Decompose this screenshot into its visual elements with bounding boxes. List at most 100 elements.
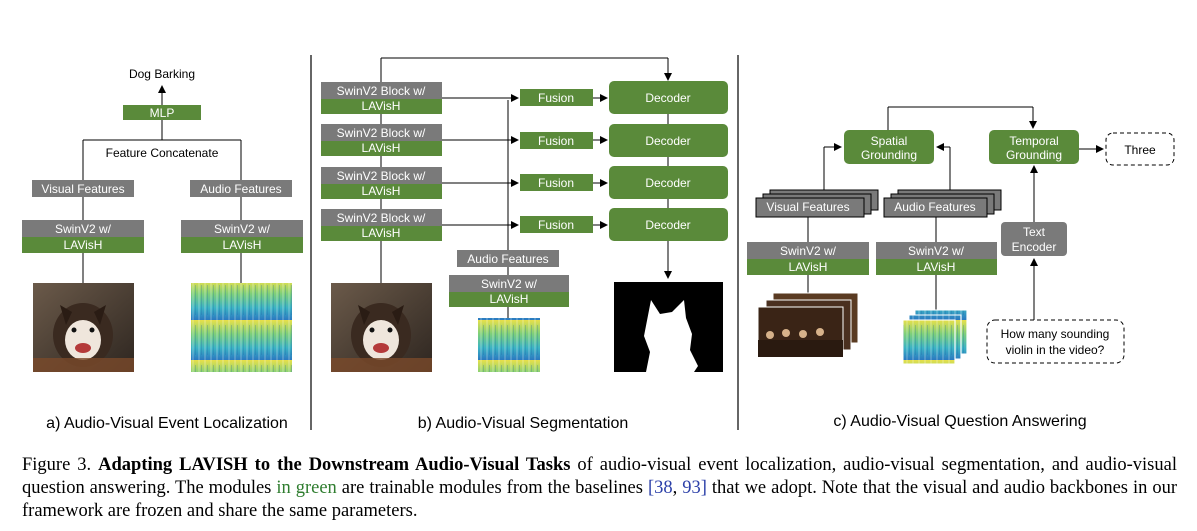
decoder-4-label: Decoder (645, 218, 690, 232)
decoder-2: Decoder (609, 124, 728, 157)
audio-backbone-bottom (181, 237, 303, 253)
panel-b: SwinV2 Block w/ LAVisH SwinV2 Block w/ L… (321, 57, 728, 432)
c-audio-backbone-line1: SwinV2 w/ (908, 244, 965, 258)
caption-green-text: in green (276, 478, 337, 498)
b-backbone-bottom (449, 292, 569, 307)
audio-backbone-line1: SwinV2 w/ (214, 222, 271, 236)
panel-a-caption: a) Audio-Visual Event Localization (46, 415, 288, 432)
b-backbone-line2: LAVisH (490, 292, 529, 306)
c-visual-backbone-line1: SwinV2 w/ (780, 244, 837, 258)
output-label: Dog Barking (129, 67, 195, 81)
citation-93[interactable]: 93] (682, 478, 707, 498)
figure-diagram: Dog Barking MLP Feature Concatenate Visu… (22, 55, 1175, 432)
block-row-2: SwinV2 Block w/ LAVisH (321, 124, 442, 156)
c-audio-backbone-line2: LAVisH (917, 260, 956, 274)
panel-c-caption: c) Audio-Visual Question Answering (833, 413, 1086, 430)
caption-label: Figure 3. (22, 455, 92, 475)
decoder-2-label: Decoder (645, 134, 690, 148)
c-audio-backbone-bottom (876, 259, 997, 275)
audio-features-label: Audio Features (200, 182, 281, 196)
caption-title: Adapting LAVISH to the Downstream Audio-… (98, 455, 571, 475)
temporal-line2: Grounding (1006, 148, 1062, 162)
b-audio-features-box (457, 250, 559, 267)
panel-a: Dog Barking MLP Feature Concatenate Visu… (22, 67, 303, 432)
caption-text-1: of audio-visual event localization, audi… (22, 455, 1177, 498)
block-1-line2: LAVisH (362, 99, 401, 113)
block-1-line1: SwinV2 Block w/ (337, 84, 426, 98)
block-3-line1: SwinV2 Block w/ (337, 169, 426, 183)
visual-backbone-line1: SwinV2 w/ (55, 222, 112, 236)
b-dog-image (331, 283, 432, 372)
figure-caption: Figure 3. Adapting LAVISH to the Downstr… (22, 454, 1177, 523)
c-visual-backbone-top (747, 242, 869, 259)
mlp-box (123, 105, 201, 120)
temporal-line1: Temporal (1009, 134, 1058, 148)
fusion-3-label: Fusion (538, 176, 574, 190)
text-encoder-box (1001, 222, 1067, 256)
fusion-4: Fusion (520, 216, 593, 233)
c-visual-backbone-bottom (747, 259, 869, 275)
b-spectrogram-image (478, 318, 540, 372)
question-box (986, 319, 1125, 364)
caption-text-2: are trainable modules from the baselines (336, 478, 648, 498)
dog-image (33, 283, 134, 372)
fusion-4-label: Fusion (538, 218, 574, 232)
temporal-grounding-box (989, 130, 1079, 164)
spatial-grounding-box (844, 130, 934, 164)
segmentation-mask (614, 282, 723, 372)
citation-38[interactable]: [38 (647, 478, 673, 498)
decoder-4: Decoder (609, 208, 728, 241)
c-visual-backbone-line2: LAVisH (789, 260, 828, 274)
audio-backbone-line2: LAVisH (223, 238, 262, 252)
mlp-label: MLP (150, 106, 175, 120)
c-visual-features-stack: Visual Features (755, 189, 879, 218)
fusion-3: Fusion (520, 174, 593, 191)
b-backbone-top (449, 275, 569, 292)
caption-text-3: that we adopt. Note that the visual and … (22, 478, 1177, 521)
block-row-3: SwinV2 Block w/ LAVisH (321, 167, 442, 199)
spatial-line1: Spatial (871, 134, 908, 148)
fusion-2-label: Fusion (538, 134, 574, 148)
c-video-frames (757, 292, 859, 358)
c-audio-features-label: Audio Features (894, 200, 975, 214)
visual-backbone-line2: LAVisH (64, 238, 103, 252)
b-backbone-line1: SwinV2 w/ (481, 277, 538, 291)
visual-features-box (32, 180, 134, 197)
question-line1: How many sounding (1001, 327, 1110, 341)
citation-separator: , (672, 478, 683, 498)
answer-label: Three (1124, 143, 1156, 157)
text-encoder-line2: Encoder (1012, 240, 1057, 254)
spatial-line2: Grounding (861, 148, 917, 162)
c-audio-features-stack: Audio Features (883, 189, 1002, 218)
question-line2: violin in the video? (1006, 343, 1105, 357)
decoder-1-label: Decoder (645, 91, 690, 105)
concat-label: Feature Concatenate (106, 146, 219, 160)
panel-c: Spatial Grounding Temporal Grounding Thr… (747, 106, 1175, 430)
decoder-3: Decoder (609, 166, 728, 199)
b-audio-features-label: Audio Features (467, 252, 548, 266)
visual-features-label: Visual Features (41, 182, 124, 196)
block-3-line2: LAVisH (362, 184, 401, 198)
decoder-1: Decoder (609, 81, 728, 114)
c-visual-features-label: Visual Features (766, 200, 849, 214)
block-2-line1: SwinV2 Block w/ (337, 126, 426, 140)
c-audio-backbone-top (876, 242, 997, 259)
block-row-4: SwinV2 Block w/ LAVisH (321, 209, 442, 241)
visual-backbone-top (22, 220, 144, 237)
fusion-1-label: Fusion (538, 91, 574, 105)
fusion-2: Fusion (520, 132, 593, 149)
spectrogram-image (191, 283, 292, 372)
text-encoder-line1: Text (1023, 225, 1046, 239)
block-row-1: SwinV2 Block w/ LAVisH (321, 82, 442, 114)
panel-b-caption: b) Audio-Visual Segmentation (418, 415, 629, 432)
block-4-line2: LAVisH (362, 226, 401, 240)
audio-backbone-top (181, 220, 303, 237)
visual-backbone-bottom (22, 237, 144, 253)
answer-box (1105, 132, 1175, 166)
audio-features-box (190, 180, 292, 197)
fusion-1: Fusion (520, 89, 593, 106)
block-2-line2: LAVisH (362, 141, 401, 155)
block-4-line1: SwinV2 Block w/ (337, 211, 426, 225)
decoder-3-label: Decoder (645, 176, 690, 190)
